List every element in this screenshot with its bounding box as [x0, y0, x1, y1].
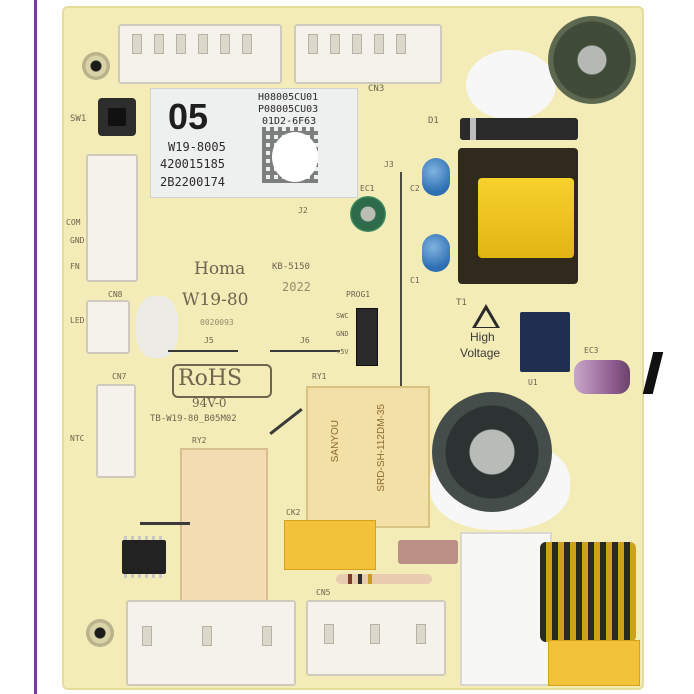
label-j2: J2: [298, 206, 308, 215]
label-cn7: CN7: [112, 372, 127, 381]
label-j5: J5: [204, 336, 214, 345]
capacitor-blue-c2: [422, 158, 450, 196]
wire-trace-2: [140, 522, 190, 525]
capacitor-blue-c1: [422, 234, 450, 272]
label-cn8: CN8: [108, 290, 123, 299]
hv-text-voltage: Voltage: [460, 346, 501, 360]
sticker-big-number: 05: [168, 96, 209, 137]
silk-bottom-code: 0020093: [200, 318, 234, 327]
jumper-j3: [400, 172, 402, 392]
sticker-model: W19-8005: [168, 140, 226, 154]
sticker-right-3: 01D2-6F63: [262, 116, 317, 127]
jumper-j5: [168, 350, 238, 352]
left-label-fn: FN: [70, 262, 80, 271]
switch-sw1-cap: [108, 108, 126, 126]
chip-pins-top: [124, 536, 164, 540]
prog-pin-header: [356, 308, 378, 366]
glue-blob-left: [136, 296, 178, 358]
glue-blob-top: [466, 50, 556, 120]
sticker-right-1: H08005CU01: [258, 92, 319, 103]
sticker-right-2: P08005CU03: [258, 104, 319, 115]
label-j6: J6: [300, 336, 310, 345]
rohs-box: [172, 364, 272, 398]
left-label-ntc: NTC: [70, 434, 85, 443]
product-label-sticker: [150, 88, 358, 198]
connector-cn3: [294, 24, 442, 84]
white-component-block: [460, 532, 552, 686]
electrolytic-capacitor-large: [432, 392, 552, 512]
label-sw1: SW1: [70, 114, 87, 124]
left-label-com: COM: [66, 218, 81, 227]
hv-text-high: High: [470, 330, 495, 344]
connector-left-vertical: [86, 154, 138, 282]
silk-pcb-id: TB-W19-80_B05M02: [150, 414, 237, 424]
image-edge-strip: [34, 0, 37, 694]
label-prog-swc: SWC: [336, 312, 349, 320]
label-ck2: CK2: [286, 508, 301, 517]
diode-band: [470, 118, 476, 140]
silk-rohs: RoHS: [178, 366, 243, 391]
label-d1: D1: [428, 116, 439, 126]
silk-homa: Homa: [194, 259, 246, 279]
label-prog-gnd: GND: [336, 330, 349, 338]
left-margin: [0, 0, 34, 694]
connector-top-left: [118, 24, 282, 84]
chip-pins-bottom: [124, 574, 164, 578]
capacitor-ck2: [284, 520, 376, 570]
label-prog1: PROG1: [346, 290, 371, 299]
electrolytic-capacitor-top: [548, 16, 636, 104]
connector-bottom-left: [126, 600, 296, 686]
relay-model-text: SRD-SH-112DM-35: [376, 404, 387, 492]
silk-flame-rating: 94V-0: [192, 396, 227, 410]
capacitor-ec3: [574, 360, 630, 394]
qr-redaction: [272, 132, 318, 182]
mounting-hole-top-left: [82, 52, 110, 80]
sticker-code-1: 420015185: [160, 157, 226, 171]
relay-ry1: [306, 386, 430, 528]
sticker-code-2: 2B2200174: [160, 175, 226, 189]
label-ry1: RY1: [312, 372, 327, 381]
connector-cn8: [86, 300, 130, 354]
relay-brand-text: SANYOU: [330, 420, 341, 463]
inductor-bottom-right: [540, 542, 636, 642]
edge-mark: [642, 352, 664, 394]
diode-d1: [460, 118, 578, 140]
label-c1: C1: [410, 276, 420, 285]
label-prog-5v: +5V: [336, 348, 349, 356]
left-label-led: LED: [70, 316, 85, 325]
label-u1: U1: [528, 378, 538, 387]
left-label-gnd: GND: [70, 236, 85, 245]
transformer-coil: [478, 178, 574, 258]
label-c2: C2: [410, 184, 420, 193]
mounting-hole-bottom-left: [86, 619, 114, 647]
relay-ry2: [180, 448, 268, 602]
connector-cn7: [96, 384, 136, 478]
component-red: [398, 540, 458, 564]
label-ry2: RY2: [192, 436, 207, 445]
label-ec1: EC1: [360, 184, 375, 193]
silk-year: 2022: [282, 280, 311, 294]
connector-cn5: [306, 600, 446, 676]
label-j3: J3: [384, 160, 394, 169]
capacitor-ec1: [350, 196, 386, 232]
chip-bottom-left: [122, 540, 166, 574]
inductor-base: [548, 640, 640, 686]
label-ec3: EC3: [584, 346, 599, 355]
silk-board-model: W19-80: [182, 290, 249, 310]
label-cn5: CN5: [316, 588, 331, 597]
resistor: [336, 574, 432, 584]
jumper-j6: [270, 350, 340, 352]
high-voltage-icon-inner: [476, 310, 496, 327]
silk-kb: KB-5150: [272, 262, 310, 272]
label-cn3: CN3: [368, 84, 385, 94]
label-t1: T1: [456, 298, 467, 308]
chip-u1: [520, 312, 570, 372]
